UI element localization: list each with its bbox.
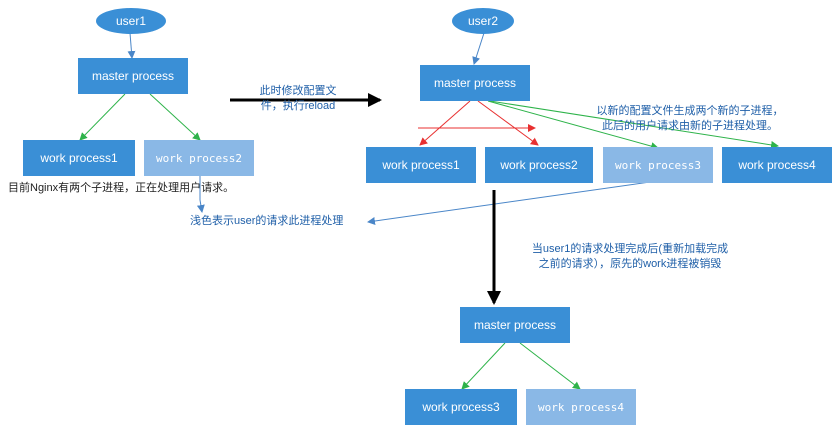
- reload-note-line1: 此时修改配置文: [259, 85, 337, 97]
- edge-master-right-w3: [487, 100, 659, 150]
- edge-master-bottom-w3: [461, 342, 506, 390]
- after-reload-note: 当user1的请求处理完成后(重新加载完成 之前的请求），原先的work进程被销…: [500, 242, 760, 272]
- left-work-process2: work process2: [144, 140, 254, 176]
- edge-master-bottom-w4: [519, 342, 581, 390]
- new-config-note-line2: 此后的用户请求由新的子进程处理。: [602, 120, 778, 132]
- after-reload-note-line2: 之前的请求），原先的work进程被销毁: [538, 258, 722, 270]
- bottom-work-process4: work process4: [526, 389, 636, 425]
- user2-node: user2: [452, 8, 514, 34]
- edge-master-right-w1: [419, 100, 471, 146]
- reload-note: 此时修改配置文 件，执行reload: [238, 84, 358, 114]
- right-work-process1: work process1: [366, 147, 476, 183]
- bottom-work-process3: work process3: [405, 389, 517, 425]
- right-work-process3: work process3: [603, 147, 713, 183]
- edge-user1-master: [127, 32, 136, 59]
- light-meaning-note: 浅色表示user的请求此进程处理: [190, 215, 344, 227]
- edge-master-right-w2: [477, 100, 539, 146]
- master-process-bottom: master process: [460, 307, 570, 343]
- new-config-note: 以新的配置文件生成两个新的子进程， 此后的用户请求由新的子进程处理。: [570, 104, 810, 134]
- user1-node: user1: [96, 8, 166, 34]
- edge-master-right-w4: [489, 100, 779, 149]
- edge-master-left-w2: [149, 93, 201, 141]
- left-work-process1: work process1: [23, 140, 135, 176]
- after-reload-note-line1: 当user1的请求处理完成后(重新加载完成: [531, 243, 729, 255]
- right-work-process2: work process2: [485, 147, 593, 183]
- current-state-note: 目前Nginx有两个子进程，正在处理用户请求。: [8, 182, 235, 194]
- reload-note-line2: 件，执行reload: [260, 100, 336, 112]
- master-process-left: master process: [78, 58, 188, 94]
- edge-w3-light-note: [367, 181, 651, 225]
- edge-w2-light-note: [196, 176, 205, 213]
- edge-user2-master: [472, 32, 485, 65]
- master-process-right: master process: [420, 65, 530, 101]
- right-work-process4: work process4: [722, 147, 832, 183]
- new-config-note-line1: 以新的配置文件生成两个新的子进程，: [596, 105, 784, 117]
- edge-master-left-w1: [79, 93, 126, 141]
